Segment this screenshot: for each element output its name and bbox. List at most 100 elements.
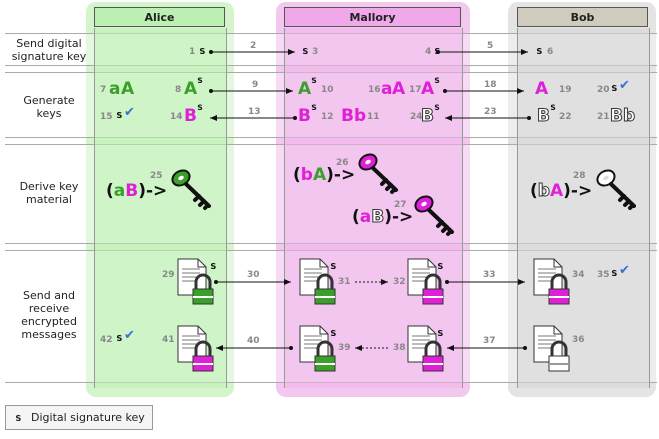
legend-label: Digital signature key: [31, 411, 145, 424]
step-7: 7: [100, 85, 107, 95]
bob-private-key-b: b: [622, 106, 636, 127]
step-4: 4: [425, 47, 432, 57]
step-3: 3: [312, 47, 319, 57]
arrow-5-origin: [436, 50, 440, 54]
row-label-generate-keys: Generate keys: [23, 94, 75, 120]
step-24: 24: [410, 112, 423, 122]
row-label-derive-material: Derive key material: [19, 180, 79, 206]
signature-key-icon: s: [311, 75, 318, 86]
mallory-encrypted-document-icon-1: [299, 258, 336, 305]
step-9: 9: [252, 80, 259, 90]
mallory-private-key-b: B: [341, 106, 354, 126]
mallory-key-icon-1: [358, 153, 398, 194]
step-20: 20: [597, 85, 610, 95]
signature-key-icon: s: [330, 259, 337, 272]
signature-key-icon: s: [311, 102, 318, 113]
step-42: 42: [100, 335, 113, 345]
bob-received-a: A: [535, 79, 549, 99]
arrow-2-origin: [209, 50, 213, 54]
signature-key-icon: s: [437, 326, 444, 339]
mallory-derive-expression-2: (aB)->: [352, 207, 414, 228]
signature-key-icon: s: [536, 44, 543, 57]
step-10: 10: [321, 85, 334, 95]
step-38: 38: [393, 343, 406, 353]
step-41: 41: [162, 335, 175, 345]
signature-key-icon: s: [116, 108, 123, 121]
step-16: 16: [368, 85, 381, 95]
arrow-30-origin: [214, 280, 218, 284]
signature-key-icon: s: [611, 266, 618, 279]
arrow-40-origin: [289, 346, 293, 350]
arrow-37-origin: [523, 346, 527, 350]
alice-key-icon: [171, 169, 211, 210]
step-28: 28: [573, 171, 586, 181]
step-33: 33: [483, 270, 496, 280]
signature-key-icon: s: [210, 259, 217, 272]
step-27: 27: [394, 200, 407, 210]
arrow-9-origin: [209, 89, 213, 93]
legend-signature-symbol: s: [15, 411, 22, 424]
signature-key-icon: s: [437, 259, 444, 272]
step-35: 35: [597, 270, 610, 280]
bob-signed-b: B: [537, 106, 551, 127]
step-21: 21: [597, 112, 610, 122]
step-36: 36: [572, 335, 585, 345]
step-6: 6: [547, 47, 554, 57]
step-26: 26: [336, 158, 349, 168]
signature-key-icon: s: [197, 102, 204, 113]
row-label-send-signature: Send digital signature key: [11, 37, 87, 63]
bob-encrypted-document-icon-2: [533, 325, 570, 372]
step-11: 11: [367, 112, 380, 122]
step-40: 40: [247, 336, 260, 346]
checkmark-icon: ✔: [124, 328, 135, 343]
step-32: 32: [393, 277, 406, 287]
mallory-public-key-b: b: [354, 106, 367, 126]
step-2: 2: [250, 41, 257, 51]
step-22: 22: [559, 112, 572, 122]
signature-key-icon: s: [434, 102, 441, 113]
alice-received-b: B: [184, 106, 197, 126]
row-label-send-receive: Send and receive encrypted messages: [21, 289, 77, 341]
alice-encrypted-document-icon: [177, 258, 214, 305]
step-34: 34: [572, 270, 585, 280]
alice-encrypted-document-icon-2: [177, 325, 214, 372]
step-30: 30: [247, 270, 260, 280]
mallory-header: Mallory: [284, 7, 461, 27]
step-1: 1: [189, 47, 196, 57]
step-5: 5: [487, 41, 494, 51]
alice-derive-expression: (aB)->: [106, 181, 168, 201]
checkmark-icon: ✔: [619, 263, 630, 278]
signature-key-icon: s: [330, 326, 337, 339]
mallory-signed-b: B: [298, 106, 311, 126]
mallory-encrypted-document-icon-2: [407, 258, 444, 305]
mallory-public-key-a: A: [392, 79, 406, 99]
signature-key-icon: s: [550, 102, 557, 113]
legend: s Digital signature key: [5, 405, 153, 430]
bob-key-icon: [596, 169, 636, 210]
signature-key-icon: s: [116, 331, 123, 344]
alice-private-key-a: a: [109, 79, 121, 99]
step-18: 18: [484, 80, 497, 90]
checkmark-icon: ✔: [619, 78, 630, 93]
mallory-received-a: A: [298, 79, 312, 99]
alice-signed-public-key: A: [184, 79, 198, 99]
step-23: 23: [484, 107, 497, 117]
step-31: 31: [338, 277, 351, 287]
step-29: 29: [162, 270, 175, 280]
mallory-signed-a: A: [421, 79, 435, 99]
mallory-key-icon-2: [414, 195, 454, 236]
signature-key-icon: s: [302, 44, 309, 57]
arrow-18-origin: [443, 89, 447, 93]
bob-derive-expression: (bA)->: [530, 181, 593, 202]
bob-header: Bob: [517, 7, 648, 27]
checkmark-icon: ✔: [124, 105, 135, 120]
step-37: 37: [483, 336, 496, 346]
signature-key-icon: s: [434, 44, 441, 57]
arrow-13-origin: [293, 116, 297, 120]
mallory-encrypted-document-icon-3: [299, 325, 336, 372]
signature-key-icon: s: [611, 81, 618, 94]
step-25: 25: [150, 171, 163, 181]
step-12: 12: [321, 112, 334, 122]
arrow-33-origin: [445, 280, 449, 284]
step-15: 15: [100, 112, 113, 122]
